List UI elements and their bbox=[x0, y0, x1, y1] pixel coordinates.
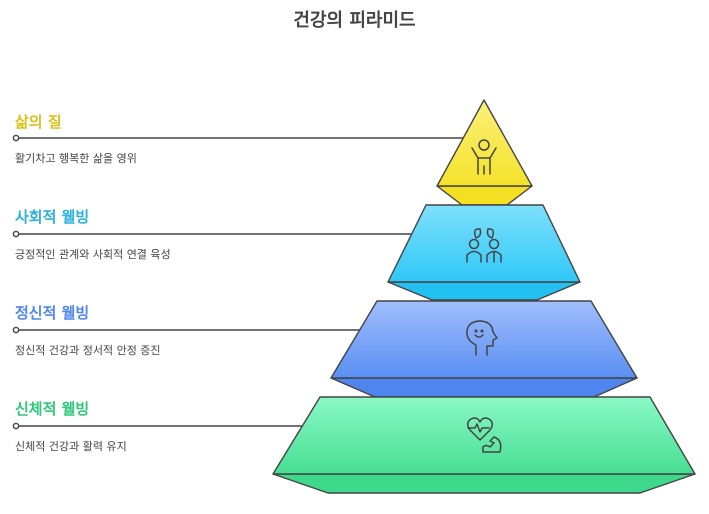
level-description: 신체적 건강과 활력 유지 bbox=[15, 440, 127, 453]
tier-1-base bbox=[436, 185, 533, 206]
smiling-head-icon bbox=[466, 320, 498, 356]
level-description: 활기차고 행복한 삶을 영위 bbox=[15, 152, 137, 165]
connector-dot bbox=[12, 326, 20, 334]
connector-dot bbox=[12, 422, 20, 430]
tier-3-base bbox=[330, 377, 638, 398]
tier-3-mental bbox=[330, 300, 638, 379]
level-title-physical: 신체적 웰빙 bbox=[15, 400, 90, 418]
level-title-social: 사회적 웰빙 bbox=[15, 208, 90, 226]
tier-4-base bbox=[272, 473, 696, 494]
diagram-title: 건강의 피라미드 bbox=[293, 10, 416, 31]
level-description: 긍정적인 관계와 사회적 연결 육성 bbox=[15, 248, 171, 261]
heart-muscle-icon bbox=[467, 417, 502, 453]
connector-dot bbox=[12, 230, 20, 238]
person-arms-up-icon bbox=[471, 139, 497, 175]
level-title-mental: 정신적 웰빙 bbox=[15, 304, 90, 322]
tier-2-social bbox=[387, 204, 581, 283]
tier-1-quality-of-life bbox=[436, 99, 533, 187]
tier-2-base bbox=[387, 281, 581, 301]
level-title-quality-of-life: 삶의 질 bbox=[15, 113, 62, 131]
level-description: 정신적 건강과 정서적 안정 증진 bbox=[15, 344, 161, 357]
people-connection-icon bbox=[466, 228, 502, 263]
connector-dot bbox=[12, 134, 20, 142]
